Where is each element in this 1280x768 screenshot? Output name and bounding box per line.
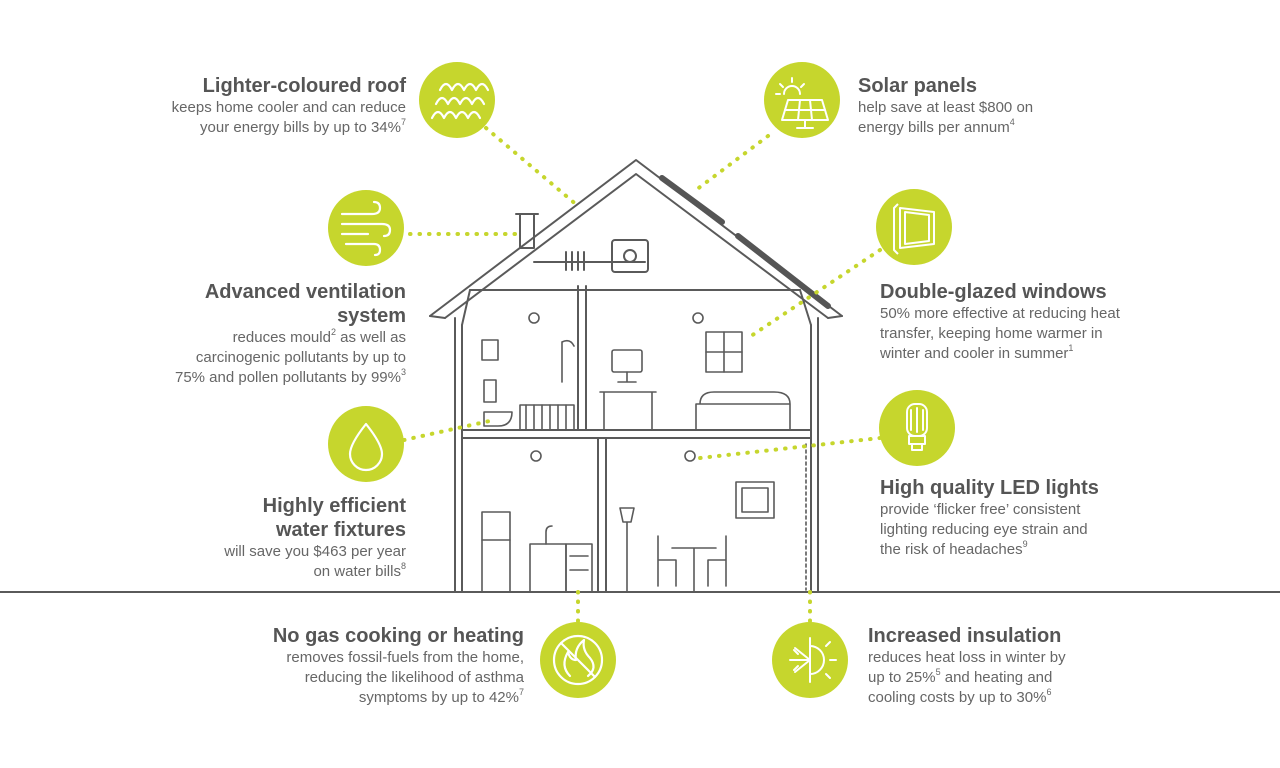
- feature-description: provide ‘flicker free’ consistent lighti…: [880, 500, 1240, 560]
- feature-led: High quality LED lights provide ‘flicker…: [880, 476, 1240, 560]
- desc-text: removes fossil-fuels from the home,: [286, 649, 524, 666]
- roof-solar-panels: [659, 175, 831, 309]
- house-walls: [454, 285, 819, 593]
- footnote-ref: 9: [1022, 539, 1028, 549]
- feature-description: will save you $463 per year on water bil…: [40, 542, 406, 582]
- desc-text: on water bills: [313, 563, 401, 580]
- kitchen: [481, 450, 593, 593]
- feature-description: reduces heat loss in winter by up to 25%…: [868, 648, 1228, 708]
- feature-title: High quality LED lights: [880, 477, 1099, 499]
- desc-text: as well as: [335, 329, 406, 346]
- feature-roof: Lighter-coloured roof keeps home cooler …: [40, 74, 406, 138]
- ventilation-unit: [515, 213, 649, 273]
- feature-title: Advanced ventilation system: [204, 281, 406, 327]
- solar-panel-icon: [764, 62, 840, 138]
- desc-text: transfer, keeping home warmer in: [880, 325, 1103, 342]
- feature-title: Double-glazed windows: [880, 281, 1107, 303]
- bedroom: [599, 312, 791, 431]
- connectors: [402, 126, 882, 630]
- connector-windows: [746, 248, 882, 340]
- desc-text: help save at least $800 on: [858, 99, 1034, 116]
- water-drop-icon: [328, 406, 404, 482]
- connector-solar: [694, 134, 770, 192]
- feature-title: No gas cooking or heating: [272, 625, 524, 647]
- connector-water: [402, 418, 496, 442]
- feature-description: removes fossil-fuels from the home, redu…: [150, 648, 524, 708]
- feature-solar: Solar panels help save at least $800 on …: [858, 74, 1238, 138]
- desc-text: lighting reducing eye strain and: [880, 521, 1088, 538]
- footnote-ref: 7: [400, 117, 406, 127]
- footnote-ref: 2: [330, 327, 336, 337]
- living-room: [619, 443, 807, 593]
- desc-text: reduces mould: [232, 329, 331, 346]
- wind-icon: [328, 190, 404, 266]
- feature-description: 50% more effective at reducing heat tran…: [880, 304, 1240, 364]
- connector-led: [698, 436, 882, 460]
- footnote-ref: 8: [400, 561, 406, 571]
- desc-text: 75% and pollen pollutants by 99%: [174, 369, 401, 386]
- roof-tiles-icon: [419, 62, 495, 138]
- footnote-ref: 1: [1068, 343, 1074, 353]
- desc-text: keeps home cooler and can reduce: [171, 99, 406, 116]
- desc-text: provide ‘flicker free’ consistent: [880, 501, 1081, 518]
- feature-title: Increased insulation: [868, 625, 1062, 647]
- window-icon: [876, 189, 952, 265]
- feature-insulation: Increased insulation reduces heat loss i…: [868, 624, 1228, 708]
- feature-ventilation: Advanced ventilation system reduces moul…: [40, 280, 406, 388]
- desc-text: reducing the likelihood of asthma: [304, 669, 524, 686]
- footnote-ref: 6: [1046, 687, 1052, 697]
- bathroom: [481, 312, 575, 431]
- desc-text: reduces heat loss in winter by: [868, 649, 1066, 666]
- no-flame-icon: [540, 622, 616, 698]
- feature-windows: Double-glazed windows 50% more effective…: [880, 280, 1240, 364]
- desc-text: cooling costs by up to 30%: [868, 689, 1047, 706]
- feature-description: help save at least $800 on energy bills …: [858, 98, 1238, 138]
- desc-text: energy bills per annum: [858, 119, 1010, 136]
- desc-text: will save you $463 per year: [224, 543, 406, 560]
- footnote-ref: 4: [1009, 117, 1015, 127]
- footnote-ref: 5: [935, 667, 941, 677]
- desc-text: carcinogenic pollutants by up to: [195, 349, 406, 366]
- feature-title: Solar panels: [858, 75, 977, 97]
- feature-description: keeps home cooler and can reduce your en…: [40, 98, 406, 138]
- desc-text: up to 25%: [868, 669, 936, 686]
- snowflake-sun-icon: [772, 622, 848, 698]
- connector-roof: [484, 126, 580, 208]
- feature-description: reduces mould2 as well as carcinogenic p…: [40, 328, 406, 388]
- desc-text: the risk of headaches: [880, 541, 1023, 558]
- desc-text: winter and cooler in summer: [880, 345, 1069, 362]
- light-bulb-icon: [879, 390, 955, 466]
- feature-gas: No gas cooking or heating removes fossil…: [150, 624, 524, 708]
- desc-text: your energy bills by up to 34%: [200, 119, 401, 136]
- desc-text: and heating and: [940, 669, 1053, 686]
- feature-title: Highly efficient water fixtures: [262, 495, 406, 541]
- house-roof: [429, 159, 843, 319]
- footnote-ref: 3: [400, 367, 406, 377]
- feature-water: Highly efficient water fixtures will sav…: [40, 494, 406, 582]
- desc-text: 50% more effective at reducing heat: [880, 305, 1120, 322]
- feature-title: Lighter-coloured roof: [202, 75, 406, 97]
- footnote-ref: 7: [518, 687, 524, 697]
- desc-text: symptoms by up to 42%: [358, 689, 519, 706]
